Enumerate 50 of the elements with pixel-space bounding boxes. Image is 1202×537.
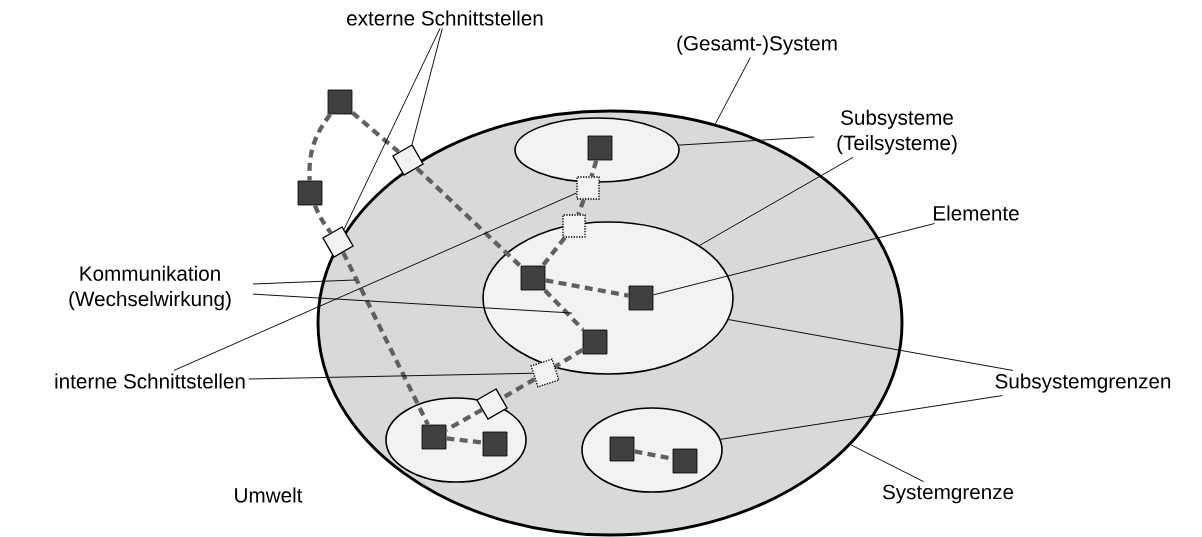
leader-line [411,28,443,145]
element-square [520,265,546,291]
interface-square [576,176,600,200]
dashed-connector [501,377,536,400]
leader-line [699,156,854,246]
element-square [672,448,698,474]
element-square [482,431,508,457]
callout-label: (Gesamt-)System [677,35,837,55]
callout-label: Systemgrenze [882,484,1014,504]
callout-label: interne Schnittstellen [55,373,245,389]
subsystem-ellipse [482,221,734,375]
dashed-connector [351,110,400,154]
dashed-connector [576,198,586,216]
dashed-connector [554,347,584,369]
callout-label: Elemente [934,205,1019,221]
element-square [421,424,447,450]
dashed-connector [341,251,430,426]
dashed-connector [312,204,333,234]
leader-line [720,395,1003,440]
callout-label: Subsysteme (Teilsysteme) [837,109,957,155]
leader-line [252,293,573,314]
leader-line [248,372,534,380]
leader-line [728,319,1014,371]
leader-line [652,223,936,296]
area-label: Umwelt [235,487,303,503]
subsystem-ellipse [514,117,680,183]
leader-line [678,136,815,146]
dashed-connector [307,113,332,181]
element-square [582,329,608,355]
dashed-connector [545,278,629,298]
leader-line [343,28,441,230]
dashed-connector [446,436,483,445]
element-square [628,285,654,311]
leader-line [714,57,751,125]
element-square [327,89,353,115]
dashed-connector [445,407,483,432]
element-square [587,135,613,161]
callout-label: externe Schnittstellen [347,10,543,26]
element-square [609,436,635,462]
leader-line [173,192,577,371]
callout-label: Subsystemgrenzen [995,373,1171,393]
element-square [297,180,323,206]
dashed-connector [543,288,585,332]
dashed-connector [415,166,523,268]
dashed-connector [589,159,599,177]
interface-square [562,214,586,238]
callout-label: Kommunikation (Wechselwirkung) [69,265,231,311]
dashed-connector [541,236,567,267]
leader-line [252,279,356,285]
leader-line [850,444,925,483]
